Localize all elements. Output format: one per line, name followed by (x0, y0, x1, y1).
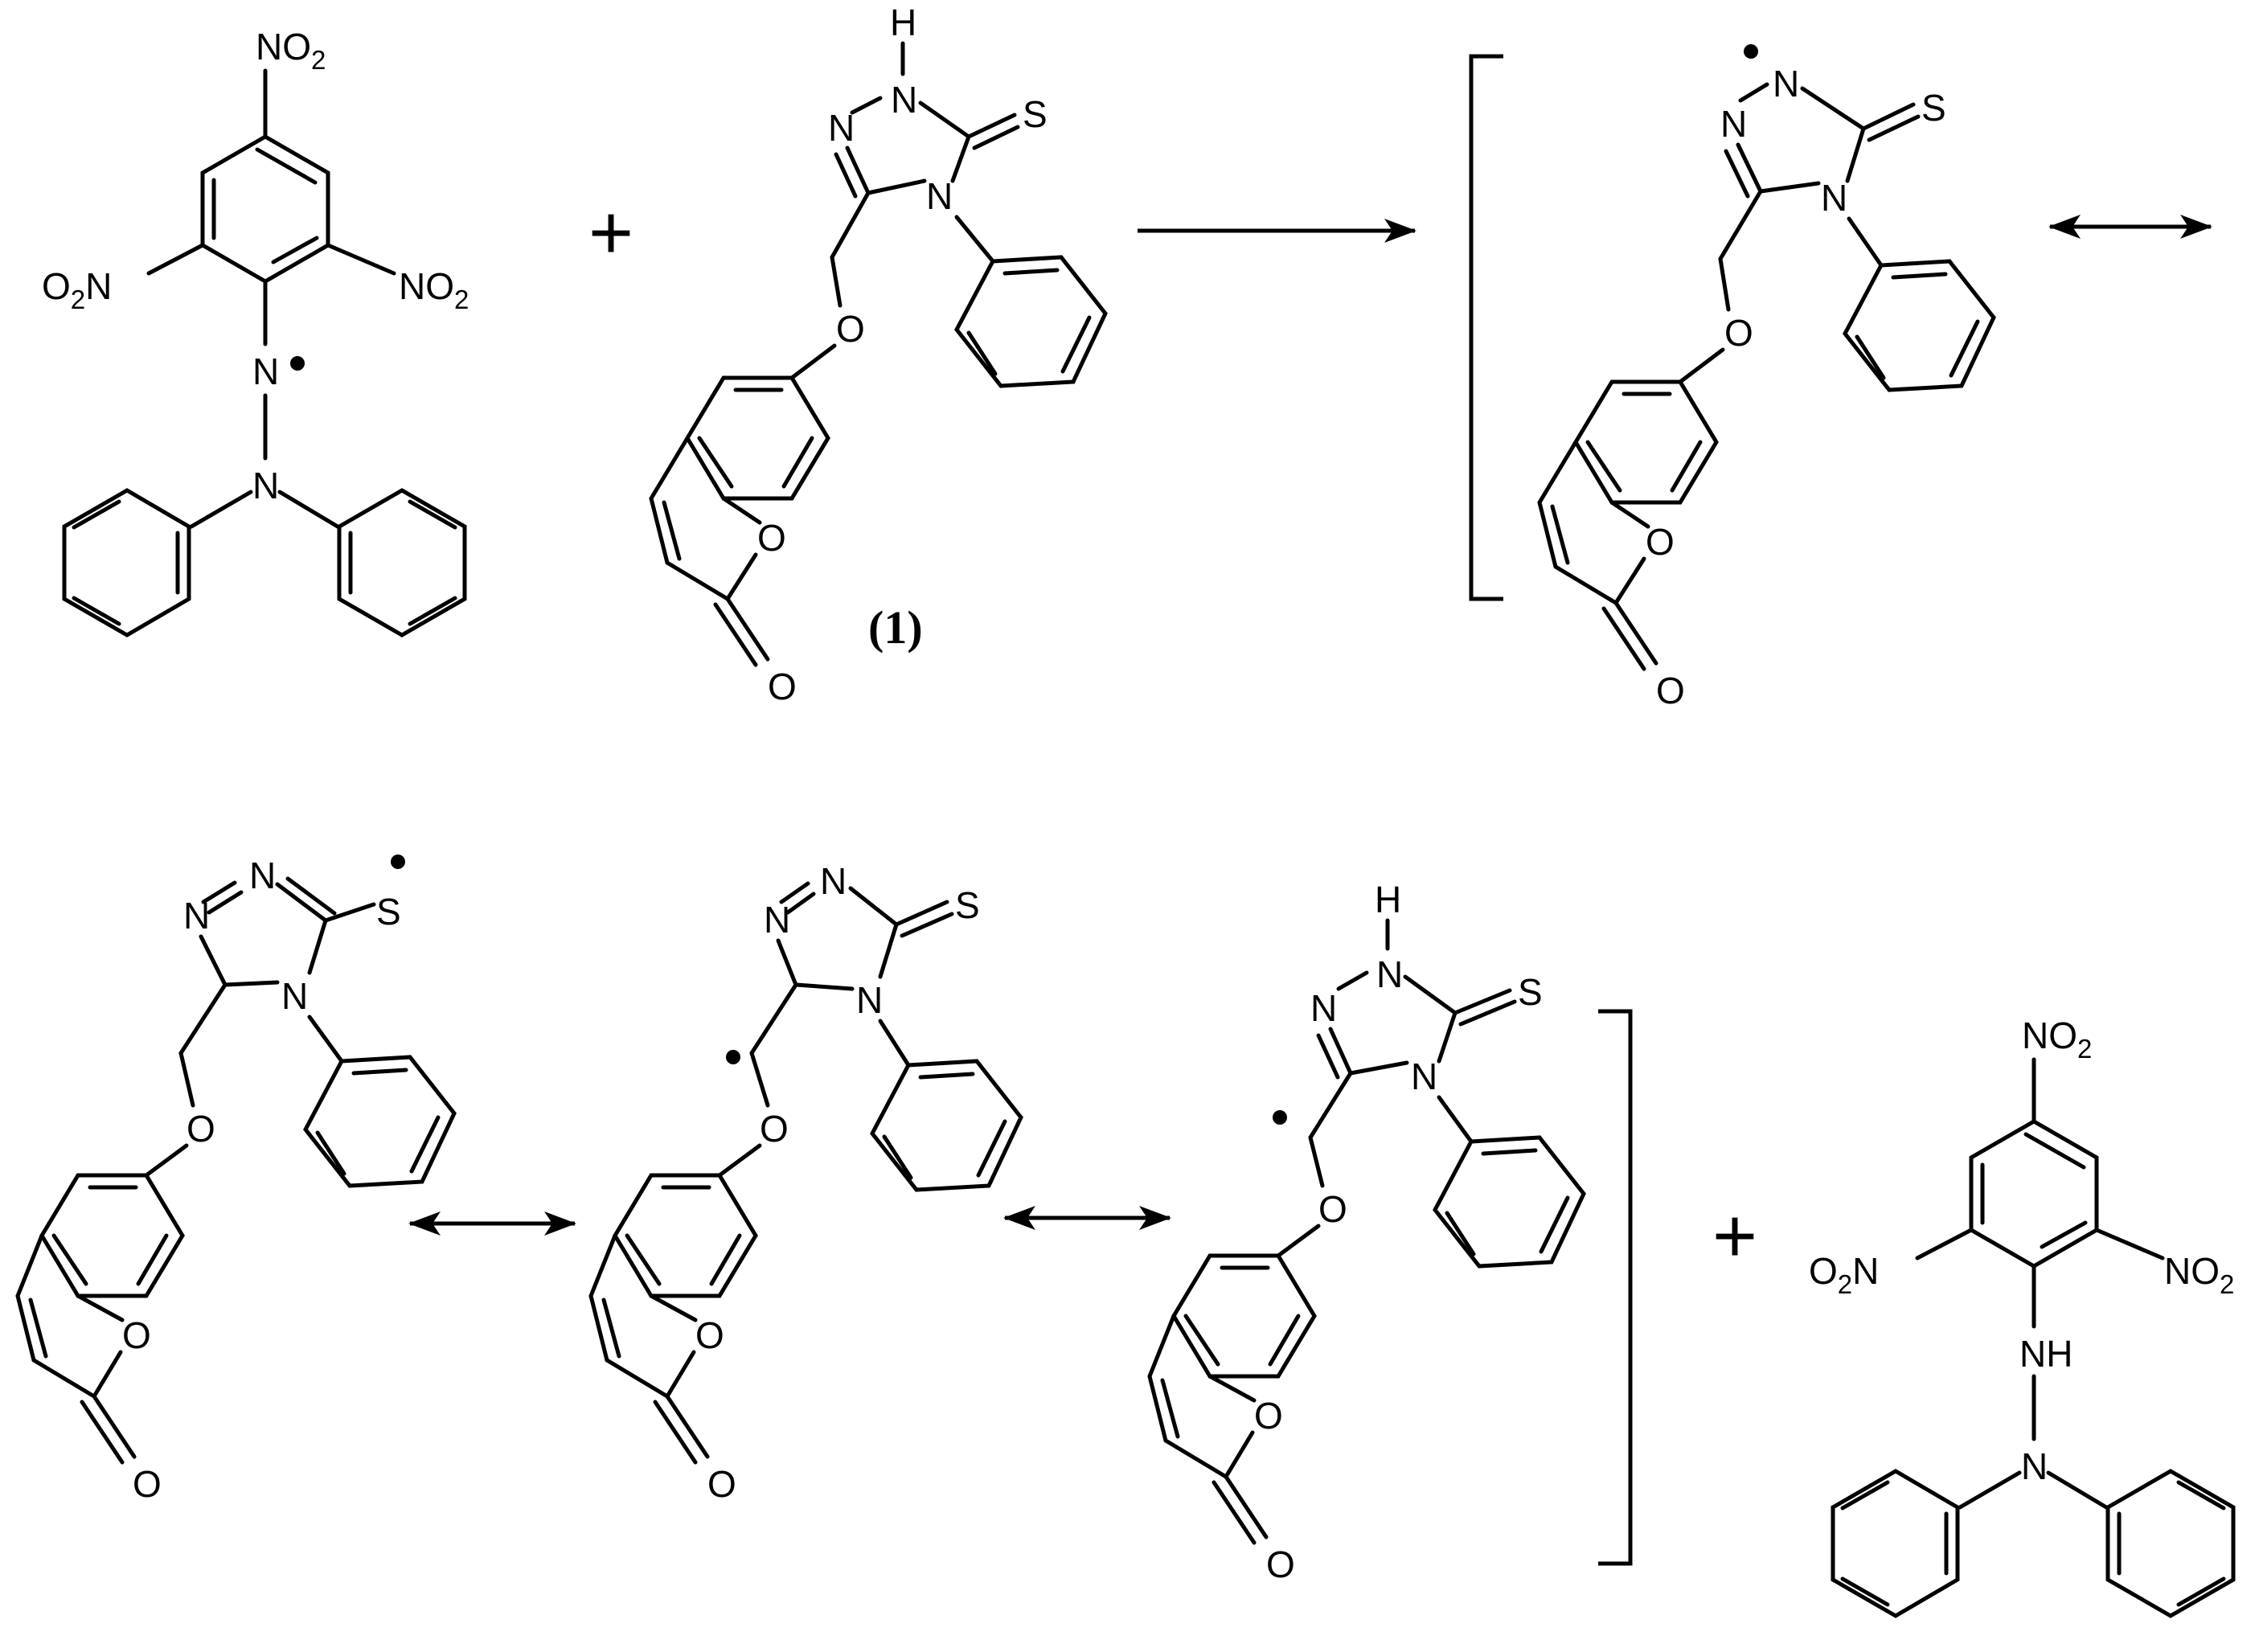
dpph-h-nitro-top: NO2 (2022, 1015, 2092, 1064)
dpph-h-nitro-right: NO2 (2164, 1250, 2234, 1299)
thione-triazole-ring: H N N N S (828, 2, 1048, 217)
svg-text:O: O (133, 1463, 162, 1505)
dpph-phenyl-left (62, 488, 191, 637)
svg-text:S: S (955, 884, 980, 926)
svg-text:O: O (1266, 1543, 1295, 1585)
svg-text:N: N (891, 79, 917, 121)
svg-text:O: O (695, 1314, 724, 1356)
svg-text:O: O (122, 1314, 151, 1356)
svg-text:N: N (1773, 63, 1799, 105)
plus-sign: + (588, 190, 633, 276)
s-radical-dot (391, 855, 405, 869)
svg-text:N: N (1411, 1056, 1437, 1097)
svg-text:N: N (926, 175, 953, 217)
dpph-nitro-left: O2N (42, 265, 112, 314)
svg-text:N: N (1821, 177, 1847, 219)
dpph-h: NO2 O2N NO2 NH N (1809, 1015, 2236, 1618)
n-radical-dot (1744, 44, 1758, 59)
radical-n-centered: N N N S O O O (1537, 44, 1996, 711)
svg-text:O: O (1646, 521, 1675, 563)
svg-text:O: O (1656, 670, 1685, 711)
bracket-right (1598, 1009, 1633, 1566)
dpph-amine-nitrogen: N (252, 465, 279, 506)
dpph-h-nh: NH (2019, 1333, 2072, 1375)
svg-text:N: N (828, 107, 855, 149)
radical-c-methylene-centered: H N N N S O O O (1147, 879, 1586, 1585)
c-radical-dot (726, 1050, 740, 1064)
plus-sign-2: + (1712, 1193, 1757, 1279)
svg-text:N: N (764, 899, 790, 941)
svg-text:N: N (856, 979, 883, 1021)
svg-text:N: N (1376, 953, 1403, 995)
coumarin-core: O O (649, 375, 830, 707)
compound-label: (1) (868, 601, 923, 654)
svg-text:O: O (760, 1108, 789, 1150)
svg-text:N: N (281, 975, 308, 1017)
radical-s-centered: N N S N O O O (15, 855, 457, 1505)
svg-text:S: S (1921, 87, 1946, 129)
svg-text:O: O (1724, 312, 1753, 354)
radical-c-ring-centered: N N S N O O O (588, 860, 1023, 1505)
svg-text:H: H (1375, 879, 1401, 920)
dpph-picryl-ring (200, 134, 330, 284)
svg-text:S: S (376, 891, 401, 933)
svg-text:N: N (820, 860, 847, 902)
svg-text:O: O (768, 666, 797, 707)
svg-text:O: O (836, 308, 865, 350)
dpph-phenyl-right (337, 488, 467, 637)
methylene-radical-dot (1273, 1110, 1287, 1125)
dpph-radical-dot (290, 356, 305, 371)
svg-text:N: N (1720, 103, 1747, 145)
dpph-h-nitro-left: O2N (1809, 1250, 1879, 1299)
dpph-h-amine-nitrogen: N (2021, 1445, 2048, 1487)
phenyl-substituent (954, 215, 1108, 388)
dpph-nitro-right: NO2 (399, 265, 469, 314)
svg-text:S: S (1518, 971, 1543, 1013)
svg-text:S: S (1023, 93, 1048, 135)
svg-text:N: N (249, 855, 276, 896)
svg-text:H: H (890, 2, 916, 43)
dpph-radical: NO2 O2N NO2 N N (42, 26, 469, 637)
svg-text:N: N (1310, 987, 1337, 1029)
svg-text:O: O (187, 1108, 215, 1150)
svg-text:O: O (1318, 1188, 1347, 1230)
bracket-left (1469, 54, 1503, 601)
dpph-nitro-top: NO2 (256, 26, 326, 75)
compound-1: H N N N S O (649, 2, 1108, 707)
svg-text:O: O (1254, 1395, 1283, 1437)
dpph-radical-nitrogen: N (252, 350, 279, 392)
svg-text:O: O (707, 1463, 736, 1505)
svg-text:O: O (757, 517, 786, 559)
